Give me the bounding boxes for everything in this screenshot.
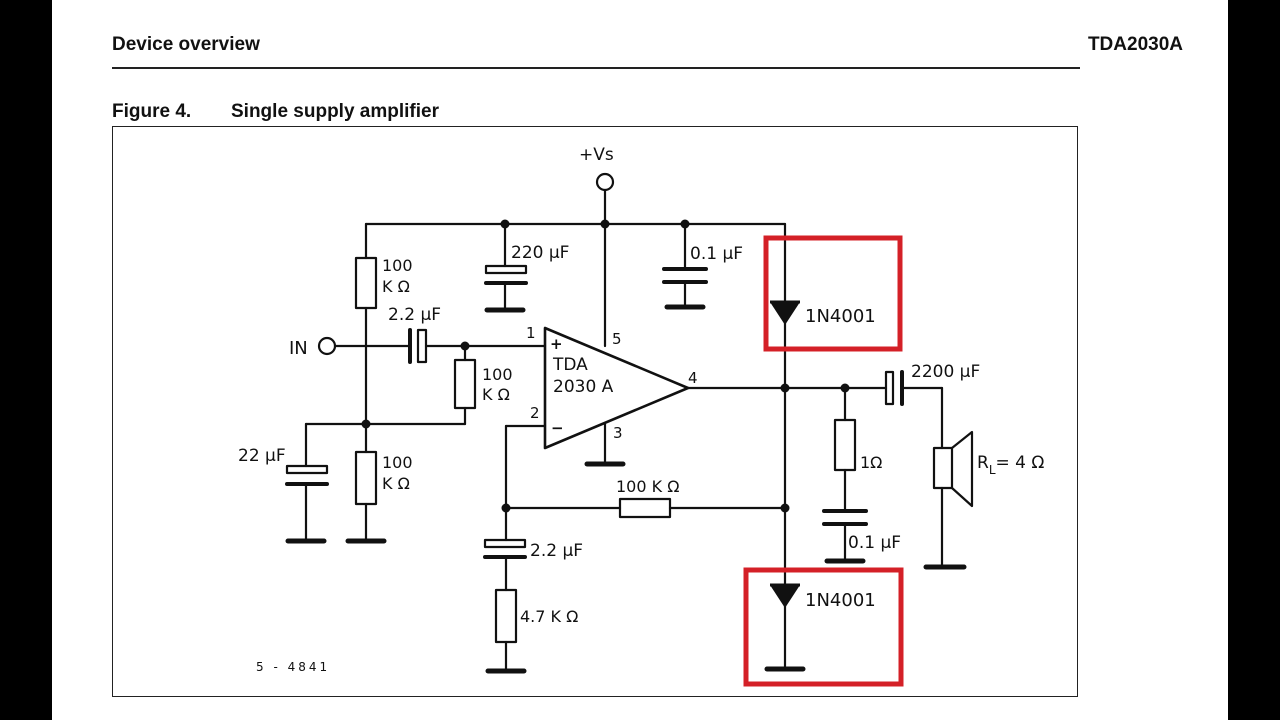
junction-dot — [600, 219, 610, 229]
resistor-feedback — [618, 497, 672, 519]
diode-top-label: 1N4001 — [805, 306, 876, 327]
r-input-value: 100 — [482, 365, 513, 384]
load-label: RL= 4 Ω — [977, 453, 1044, 477]
figure-number: Figure 4. — [112, 101, 192, 122]
cap-output-plate-a — [884, 370, 895, 406]
c-decouple-label: 0.1 μF — [690, 244, 743, 264]
r-bottom-bias-unit: K Ω — [382, 474, 410, 493]
diode-top — [770, 300, 800, 325]
ic-name-line2: 2030 A — [553, 377, 614, 397]
junction-dot — [840, 383, 850, 393]
part-number: TDA2030A — [1087, 34, 1183, 55]
c-supply-label: 220 μF — [511, 243, 569, 263]
resistor-zobel — [833, 418, 857, 472]
junction-dot — [361, 419, 371, 429]
c-output-label: 2200 μF — [911, 362, 980, 382]
r-bottom-bias-value: 100 — [382, 453, 413, 472]
pin1-label: 1 — [526, 324, 536, 342]
r-zobel-label: 1Ω — [860, 453, 882, 472]
cap-bias-plate-a — [285, 464, 329, 475]
cap-supply-plate-a — [484, 264, 528, 275]
supply-terminal — [595, 172, 615, 192]
figure-code: 5 - 4841 — [256, 660, 330, 674]
ic-minus-label: − — [551, 419, 564, 437]
r-top-bias-unit: K Ω — [382, 277, 410, 296]
supply-label: +Vs — [579, 145, 614, 165]
ic-plus-label: + — [550, 335, 563, 353]
figure-frame — [112, 126, 1078, 697]
junction-dot — [780, 503, 790, 513]
junction-dot — [501, 503, 511, 513]
c-bias-label: 22 μF — [238, 446, 286, 466]
diode-bottom — [770, 583, 800, 608]
resistor-top-bias — [354, 256, 378, 310]
pin4-label: 4 — [688, 369, 698, 387]
diode-bottom-label: 1N4001 — [805, 590, 876, 611]
junction-dot — [500, 219, 510, 229]
junction-dot — [780, 383, 790, 393]
resistor-ground — [494, 588, 518, 644]
figure-title: Single supply amplifier — [231, 101, 439, 122]
pin3-label: 3 — [613, 424, 623, 442]
input-label: IN — [289, 338, 308, 359]
c-input-label: 2.2 μF — [388, 305, 441, 325]
highlight-box-bottom — [743, 567, 904, 687]
c-feedback-label: 2.2 μF — [530, 541, 583, 561]
resistor-input — [453, 358, 477, 410]
ic-name-line1: TDA — [552, 355, 588, 375]
speaker-cone — [950, 430, 974, 508]
speaker-coil — [932, 446, 954, 490]
input-terminal — [317, 336, 337, 356]
junction-dot — [680, 219, 690, 229]
cap-input-plate-b — [416, 328, 428, 364]
r-ground-label: 4.7 K Ω — [520, 607, 578, 626]
r-feedback-label: 100 K Ω — [616, 477, 679, 496]
r-input-unit: K Ω — [482, 385, 510, 404]
pin5-label: 5 — [612, 330, 622, 348]
amplifier-symbol — [543, 326, 690, 450]
section-title: Device overview — [112, 34, 260, 55]
resistor-bottom-bias — [354, 450, 378, 506]
document-page — [52, 0, 1228, 720]
pin2-label: 2 — [530, 404, 540, 422]
junction-dot — [460, 341, 470, 351]
highlight-box-top — [763, 235, 903, 352]
header-rule — [112, 67, 1080, 69]
r-top-bias-value: 100 — [382, 256, 413, 275]
cap-feedback-plate-a — [483, 538, 527, 549]
c-zobel-label: 0.1 μF — [848, 533, 901, 553]
